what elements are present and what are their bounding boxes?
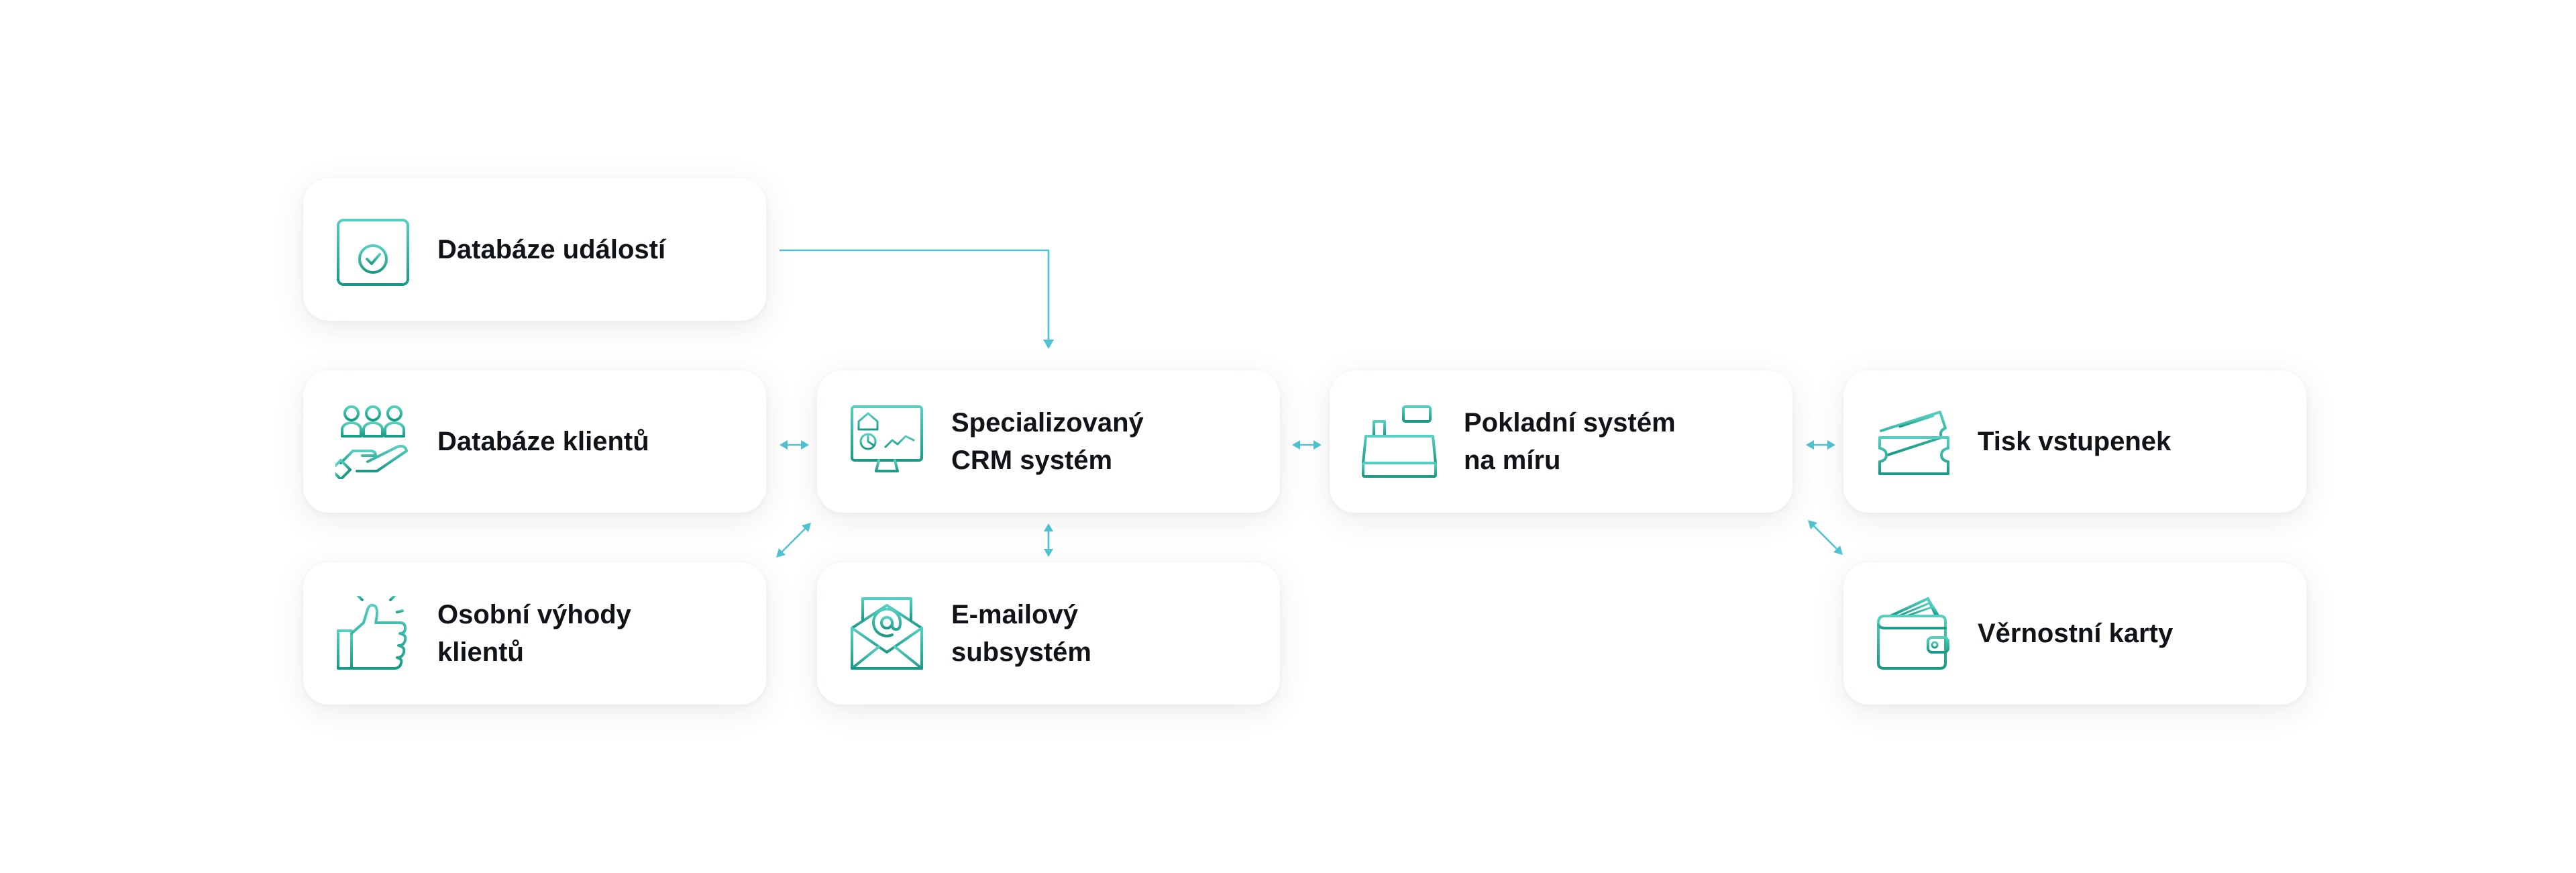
node-label: Specializovaný CRM systém	[951, 370, 1144, 513]
node-label-line1: Specializovaný	[951, 408, 1144, 438]
node-label-line1: Databáze klientů	[437, 427, 649, 456]
node-crm-system: Specializovaný CRM systém	[817, 370, 1280, 513]
node-label: Osobní výhody klientů	[437, 562, 631, 705]
node-label: Tisk vstupenek	[1978, 370, 2171, 513]
connector-events-to-crm	[780, 249, 1054, 349]
node-ticket-printing: Tisk vstupenek	[1843, 370, 2306, 513]
node-events-database: Databáze událostí	[303, 178, 766, 321]
node-label: Věrnostní karty	[1978, 562, 2173, 705]
calendar-check-icon	[335, 212, 411, 287]
people-on-hand-icon	[335, 404, 411, 479]
connector-pos-loyalty	[1808, 520, 1843, 555]
node-label-line2: CRM systém	[951, 446, 1113, 475]
connector-clients-crm	[780, 440, 809, 450]
node-label: Pokladní systém na míru	[1464, 370, 1676, 513]
cash-register-icon	[1362, 404, 1437, 479]
envelope-at-icon	[849, 596, 924, 671]
node-label-line1: E-mailový	[951, 600, 1078, 629]
connector-pos-tickets	[1806, 440, 1835, 450]
monitor-dashboard-icon	[849, 404, 924, 479]
node-email-subsystem: E-mailový subsystém	[817, 562, 1280, 705]
thumbs-up-icon	[335, 596, 411, 671]
node-label: Databáze klientů	[437, 370, 649, 513]
node-label-line2: klientů	[437, 637, 524, 667]
wallet-cards-icon	[1876, 596, 1951, 671]
node-label: E-mailový subsystém	[951, 562, 1091, 705]
node-client-benefits: Osobní výhody klientů	[303, 562, 766, 705]
node-loyalty-cards: Věrnostní karty	[1843, 562, 2306, 705]
tickets-icon	[1876, 404, 1951, 479]
node-label-line1: Věrnostní karty	[1978, 619, 2174, 648]
node-label-line2: subsystém	[951, 637, 1091, 667]
node-label-line1: Databáze událostí	[437, 235, 666, 264]
node-label-line1: Pokladní systém	[1464, 408, 1676, 438]
connector-crm-benefits	[776, 523, 811, 558]
node-label-line1: Osobní výhody	[437, 600, 631, 629]
node-label-line1: Tisk vstupenek	[1978, 427, 2171, 456]
connector-crm-pos	[1292, 440, 1322, 450]
node-label-line2: na míru	[1464, 446, 1561, 475]
node-label: Databáze událostí	[437, 178, 665, 321]
connector-crm-email	[1044, 523, 1053, 557]
node-pos-system: Pokladní systém na míru	[1330, 370, 1792, 513]
node-clients-database: Databáze klientů	[303, 370, 766, 513]
